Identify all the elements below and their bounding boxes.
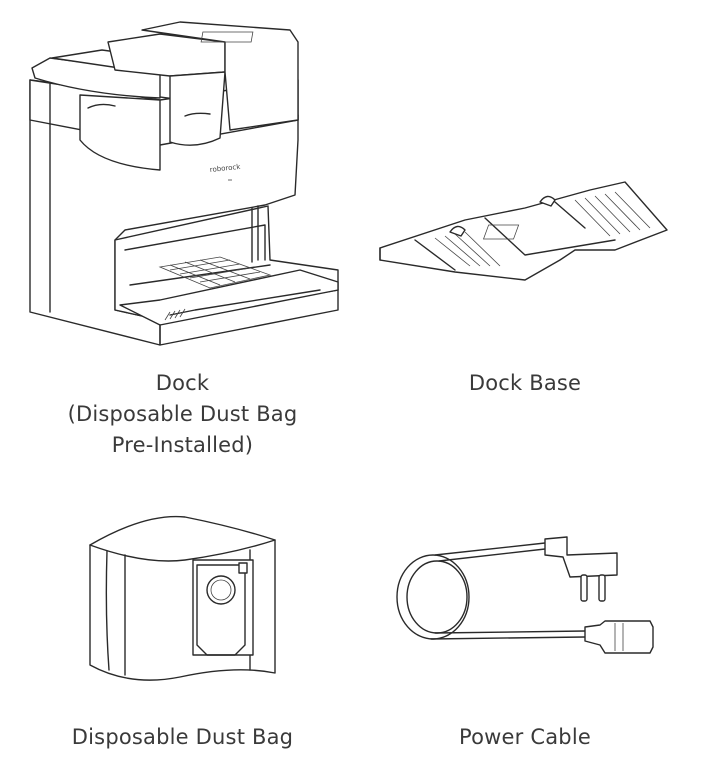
dock-caption-line-1: Dock [155, 371, 210, 395]
dust-bag-caption-line-1: Disposable Dust Bag [71, 725, 294, 749]
dock-brand-logo: roborock [209, 163, 241, 174]
dock-illustration: roborock [29, 21, 339, 346]
dock-base-caption-line-1: Dock Base [468, 371, 582, 395]
dock-base-caption: Dock Base [420, 368, 630, 399]
dust-bag-illustration [89, 515, 276, 681]
dock-caption-line-3: Pre-Installed) [111, 433, 254, 457]
dock-base-illustration [379, 181, 668, 281]
power-cable-caption-line-1: Power Cable [459, 725, 591, 749]
power-cable-caption: Power Cable [430, 722, 620, 753]
dust-bag-caption: Disposable Dust Bag [45, 722, 320, 753]
dock-caption: Dock (Disposable Dust Bag Pre-Installed) [30, 368, 335, 461]
power-cable-illustration [396, 536, 654, 654]
dock-caption-line-2: (Disposable Dust Bag [67, 402, 298, 426]
